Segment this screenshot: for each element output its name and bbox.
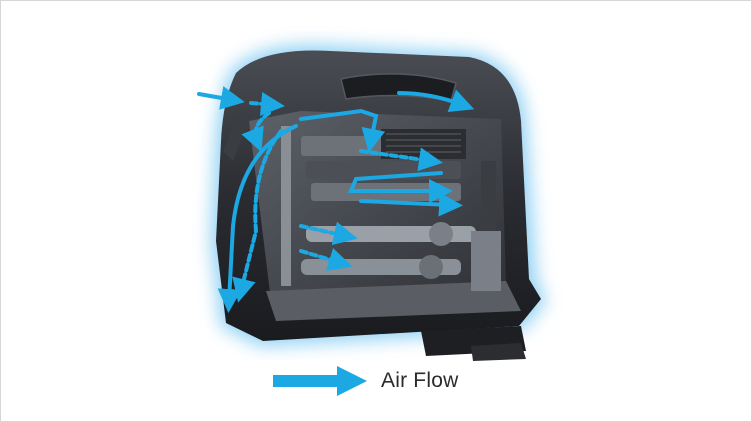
- airflow-arrows: [197, 86, 475, 313]
- engine-internals: [249, 111, 521, 321]
- right-arrow-icon: [273, 366, 367, 396]
- legend-label: Air Flow: [381, 369, 459, 392]
- engine-cutaway-illustration: [197, 45, 546, 361]
- engine-mount: [421, 326, 526, 361]
- legend: Air Flow: [273, 363, 458, 399]
